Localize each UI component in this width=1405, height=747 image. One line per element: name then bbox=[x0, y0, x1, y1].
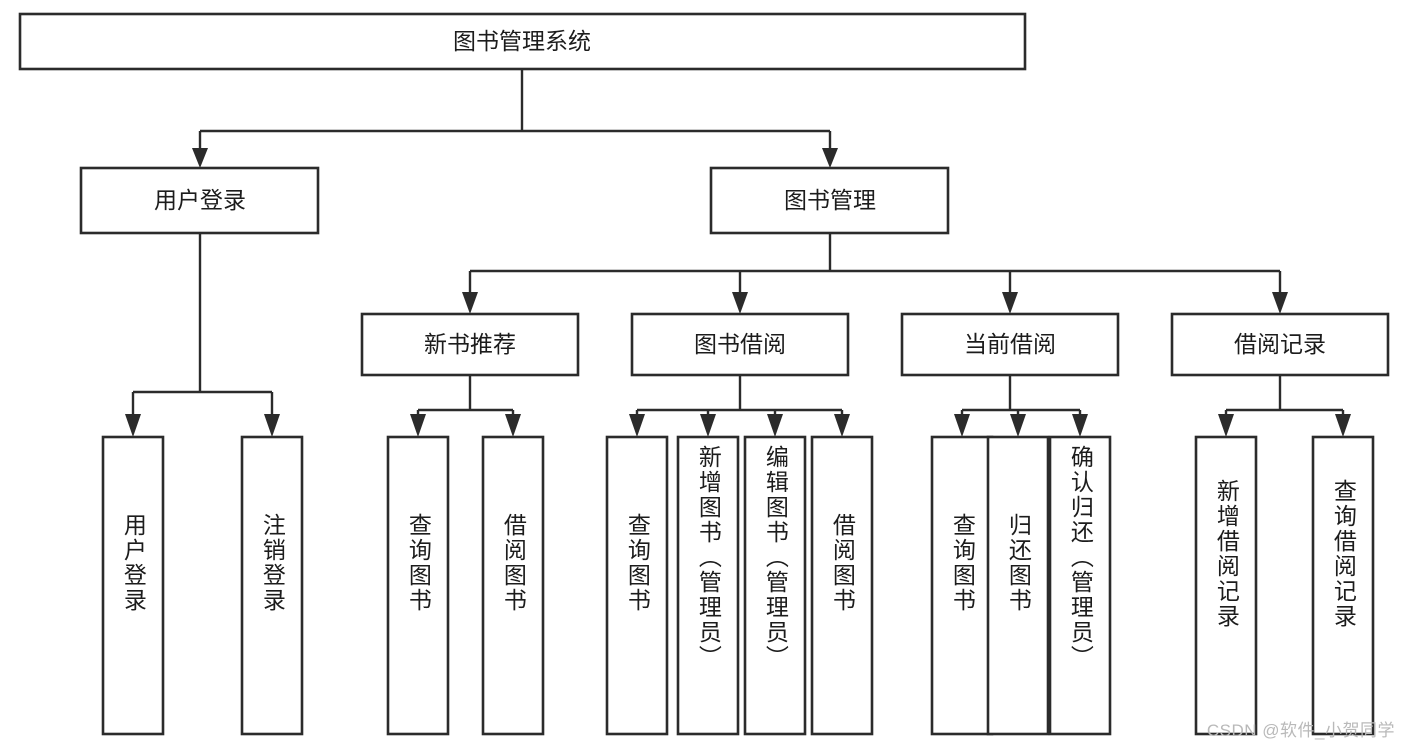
node-label-borrow-record: 借阅记录 bbox=[1234, 331, 1326, 357]
arrow-head-book-manage bbox=[822, 148, 838, 168]
node-label-current-borrow: 当前借阅 bbox=[964, 331, 1056, 357]
leaf-box-nb-query-book[interactable] bbox=[386, 435, 450, 736]
node-label-book-manage: 图书管理 bbox=[784, 187, 876, 213]
connector-group-book-borrow-to-leaves bbox=[629, 375, 850, 437]
leaf-box-br-query-record[interactable] bbox=[1311, 435, 1375, 736]
leaf-box-bb-query-book[interactable] bbox=[605, 435, 669, 736]
arrow-head-br-leaf1 bbox=[1218, 414, 1234, 437]
arrow-head-br-leaf2 bbox=[1335, 414, 1351, 437]
arrow-head-leaf-user-login bbox=[125, 414, 141, 437]
leaf-box-cb-return-book[interactable] bbox=[986, 435, 1050, 736]
leaf-box-nb-borrow-book[interactable] bbox=[481, 435, 545, 736]
arrow-head-cb-leaf3 bbox=[1072, 414, 1088, 437]
arrow-head-user-login bbox=[192, 148, 208, 168]
node-box-root[interactable] bbox=[18, 12, 1027, 71]
leaf-box-cb-confirm-return[interactable] bbox=[1048, 435, 1112, 736]
arrow-head-bb-leaf1 bbox=[629, 414, 645, 437]
node-box-borrow-record[interactable] bbox=[1170, 312, 1390, 377]
node-box-current-borrow[interactable] bbox=[900, 312, 1120, 377]
arrow-head-cb-leaf1 bbox=[954, 414, 970, 437]
connector-group-book-manage-to-level3 bbox=[462, 233, 1288, 314]
watermark-text: CSDN @软件_小贺同学 bbox=[1206, 721, 1395, 740]
arrow-head-nb-leaf2 bbox=[505, 414, 521, 437]
connector-group-root-to-level2 bbox=[192, 69, 838, 168]
arrow-head-cb-leaf2 bbox=[1010, 414, 1026, 437]
arrow-head-new-book bbox=[462, 292, 478, 314]
node-label-root: 图书管理系统 bbox=[453, 28, 591, 54]
leaf-box-bb-add-book[interactable] bbox=[676, 435, 740, 736]
arrow-head-bb-leaf4 bbox=[834, 414, 850, 437]
leaf-box-cb-query-book[interactable] bbox=[930, 435, 994, 736]
leaf-box-bb-borrow-book[interactable] bbox=[810, 435, 874, 736]
node-box-new-book-recommend[interactable] bbox=[360, 312, 580, 377]
connector-group-user-login-to-leaves bbox=[125, 233, 280, 437]
arrow-head-nb-leaf1 bbox=[410, 414, 426, 437]
connector-group-new-book-to-leaves bbox=[410, 375, 521, 437]
node-label-book-borrow: 图书借阅 bbox=[694, 331, 786, 357]
node-box-user-login[interactable] bbox=[79, 166, 320, 235]
arrow-head-bb-leaf3 bbox=[767, 414, 783, 437]
arrow-head-book-borrow bbox=[732, 292, 748, 314]
arrow-head-leaf-logout bbox=[264, 414, 280, 437]
node-label-new-book-recommend: 新书推荐 bbox=[424, 331, 516, 357]
node-label-user-login: 用户登录 bbox=[154, 187, 246, 213]
connector-group-current-borrow-to-leaves bbox=[954, 375, 1088, 437]
arrow-head-bb-leaf2 bbox=[700, 414, 716, 437]
arrow-head-current-borrow bbox=[1002, 292, 1018, 314]
node-box-book-manage[interactable] bbox=[709, 166, 950, 235]
node-box-book-borrow[interactable] bbox=[630, 312, 850, 377]
leaf-box-br-add-record[interactable] bbox=[1194, 435, 1258, 736]
leaf-box-logout[interactable] bbox=[240, 435, 304, 736]
arrow-head-borrow-record bbox=[1272, 292, 1288, 314]
leaf-box-bb-edit-book[interactable] bbox=[743, 435, 807, 736]
leaf-box-user-login[interactable] bbox=[101, 435, 165, 736]
connector-group-borrow-record-to-leaves bbox=[1218, 375, 1351, 437]
